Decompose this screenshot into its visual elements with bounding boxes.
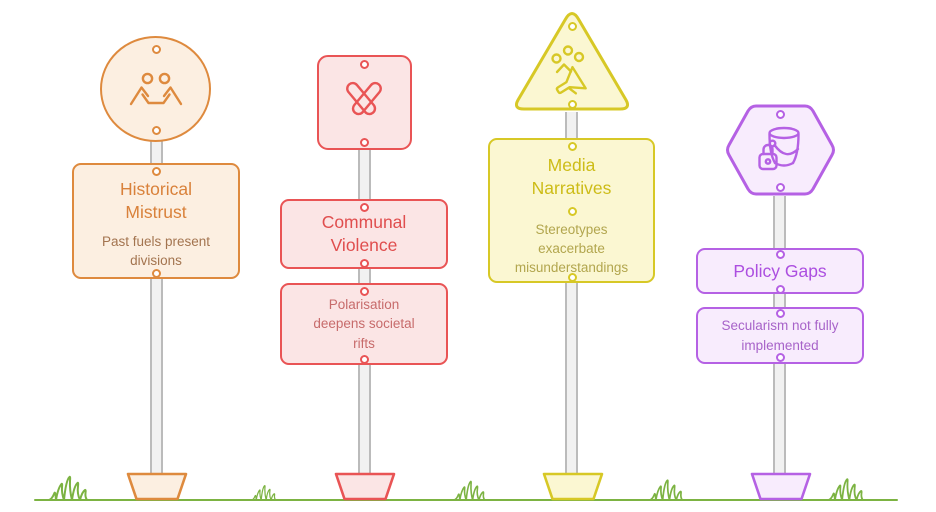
screw-dot [151,125,161,135]
sign-description: Polarisation deepens societal rifts [313,297,415,351]
screw-dot [359,137,369,147]
screw-dot [567,21,577,31]
people-group-icon [129,72,183,106]
pole-base [750,472,812,501]
grass-tuft [827,478,864,501]
bucket-padlock-icon [758,126,800,171]
megaphone-icon [551,45,587,95]
screw-dot [359,354,369,364]
pole-base [334,472,396,501]
description-panel: Polarisation deepens societal rifts [280,283,448,365]
sign-description: Past fuels present divisions [101,233,211,268]
info-panel: Media Narratives Stereotypes exacerbate … [488,138,655,283]
ground [34,475,898,501]
screw-dot [359,59,369,69]
screw-dot [567,99,577,109]
screw-dot [567,272,577,282]
info-panel: Historical Mistrust Past fuels present d… [72,163,240,279]
screw-dot [775,182,785,192]
grass-tufts [48,475,864,501]
screw-dot [359,258,369,268]
sign-head-square [317,55,412,150]
screw-dot [151,44,161,54]
sign-description: Stereotypes exacerbate misunderstandings [514,221,629,275]
screw-dot [775,249,785,259]
sign-title: Historical Mistrust [120,179,192,222]
screw-dot [359,202,369,212]
crossed-fists-icon [346,81,382,116]
screw-dot [151,166,161,176]
sign-head-circle [100,36,211,142]
screw-dot [775,352,785,362]
screw-dot [151,268,161,278]
screw-dot [775,284,785,294]
grass-tuft [251,485,277,501]
sign-description: Secularism not fully implemented [721,318,839,353]
title-panel: Communal Violence [280,199,448,269]
sign-title: Policy Gaps [733,260,827,281]
grass-tuft [649,479,684,501]
screw-dot [775,308,785,318]
sign-head-triangle [515,12,629,111]
sign-title: Media Narratives [531,155,612,198]
screw-dot [567,206,577,216]
grass-tuft [48,475,88,501]
sign-title: Communal Violence [321,212,407,255]
pole-base [126,472,188,501]
screw-dot [567,141,577,151]
screw-dot [359,286,369,296]
pole-base [542,472,604,501]
screw-dot [775,109,785,119]
grass-tuft [453,480,486,501]
